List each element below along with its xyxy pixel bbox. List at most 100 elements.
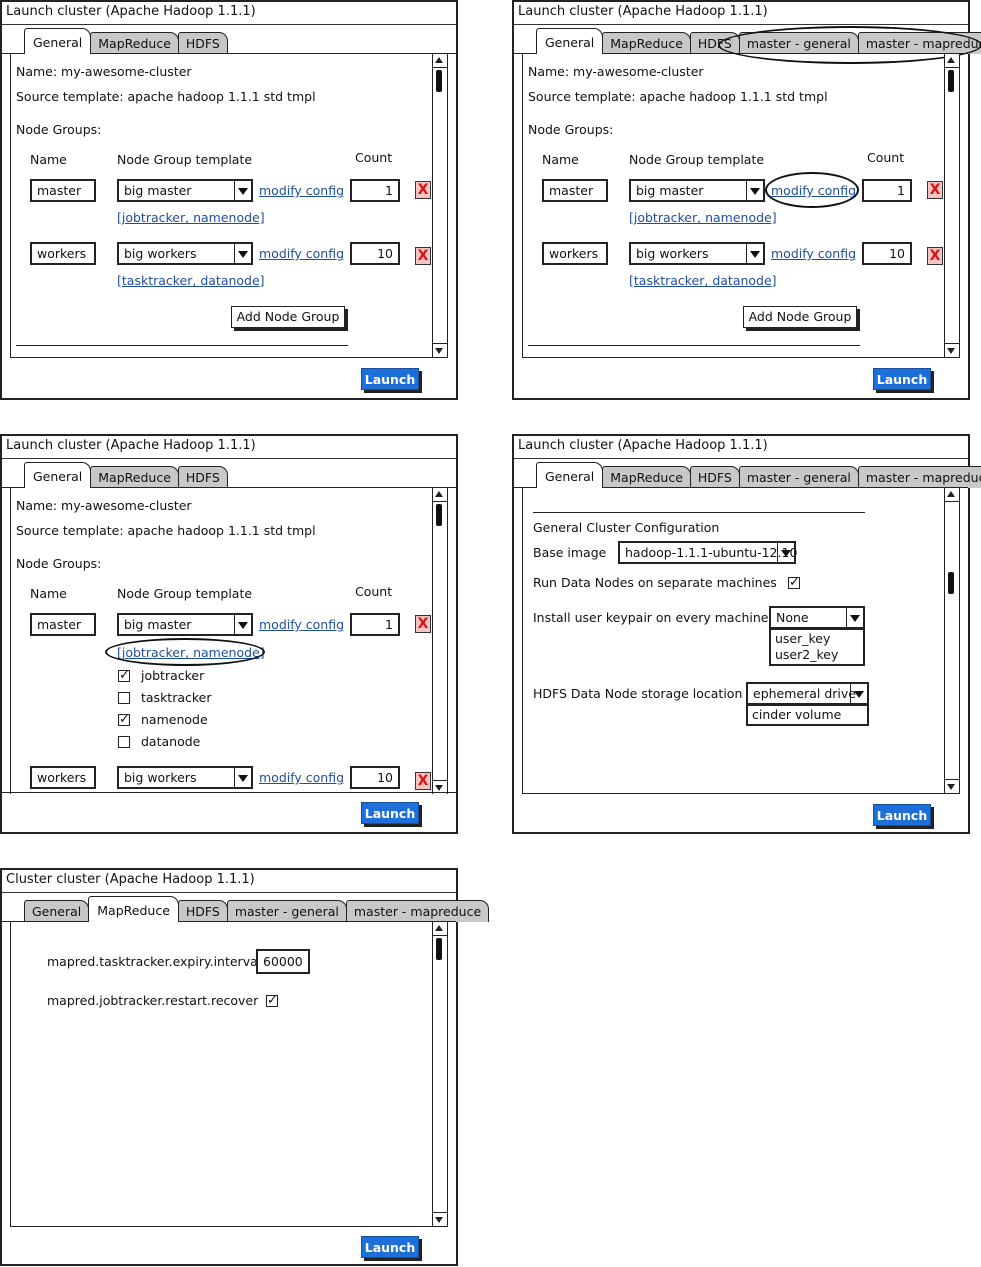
group-name-input[interactable]: workers xyxy=(542,242,608,265)
scroll-down-icon[interactable] xyxy=(435,348,443,354)
tab-hdfs[interactable]: HDFS xyxy=(689,466,740,488)
scrollbar[interactable] xyxy=(944,54,959,357)
count-input[interactable]: 10 xyxy=(862,242,912,265)
tab-hdfs[interactable]: HDFS xyxy=(689,32,740,54)
add-node-group-button[interactable]: Add Node Group xyxy=(231,306,345,328)
tab-master-mapreduce[interactable]: master - mapreduce xyxy=(345,900,490,922)
count-input[interactable]: 1 xyxy=(862,179,912,202)
scroll-down-icon[interactable] xyxy=(435,785,443,791)
processes-link[interactable]: [tasktracker, datanode] xyxy=(629,273,777,288)
template-select[interactable]: big master xyxy=(117,613,253,636)
group-name-input[interactable]: workers xyxy=(30,766,96,789)
processes-link[interactable]: [jobtracker, namenode] xyxy=(629,210,777,225)
scroll-thumb[interactable] xyxy=(436,938,442,960)
group-name-input[interactable]: master xyxy=(542,179,608,202)
scrollbar[interactable] xyxy=(944,488,959,793)
scroll-thumb[interactable] xyxy=(436,504,442,526)
launch-button[interactable]: Launch xyxy=(361,1236,419,1258)
tab-hdfs[interactable]: HDFS xyxy=(177,466,228,488)
template-select[interactable]: big master xyxy=(117,179,253,202)
modify-config-link[interactable]: modify config xyxy=(771,183,857,198)
delete-icon[interactable]: X xyxy=(927,247,943,265)
tab-general[interactable]: General xyxy=(24,462,92,488)
scroll-up-icon[interactable] xyxy=(435,491,443,497)
launch-button[interactable]: Launch xyxy=(873,804,931,826)
modify-config-link[interactable]: modify config xyxy=(259,617,345,632)
count-input[interactable]: 10 xyxy=(350,242,400,265)
storage-select[interactable]: ephemeral drive xyxy=(746,682,869,705)
scroll-down-icon[interactable] xyxy=(947,784,955,790)
launch-button[interactable]: Launch xyxy=(361,802,419,824)
add-node-group-button[interactable]: Add Node Group xyxy=(743,306,857,328)
storage-option[interactable]: cinder volume xyxy=(752,707,842,722)
scroll-thumb[interactable] xyxy=(948,70,954,92)
template-select[interactable]: big workers xyxy=(117,766,253,789)
launch-button[interactable]: Launch xyxy=(361,368,419,390)
modify-config-link[interactable]: modify config xyxy=(259,183,345,198)
tab-hdfs[interactable]: HDFS xyxy=(177,32,228,54)
count-input[interactable]: 1 xyxy=(350,613,400,636)
count-input[interactable]: 10 xyxy=(350,766,400,789)
tab-mapreduce[interactable]: MapReduce xyxy=(88,896,179,922)
count-input[interactable]: 1 xyxy=(350,179,400,202)
scroll-up-icon[interactable] xyxy=(947,57,955,63)
jobtracker-restart-checkbox[interactable]: ✓ xyxy=(266,993,278,1008)
tasktracker-expiry-input[interactable]: 60000 xyxy=(256,949,310,974)
tab-master-general[interactable]: master - general xyxy=(738,466,859,488)
tab-mapreduce[interactable]: MapReduce xyxy=(90,466,179,488)
storage-value: ephemeral drive xyxy=(753,686,856,701)
group-name-input[interactable]: workers xyxy=(30,242,96,265)
scrollbar[interactable] xyxy=(432,922,447,1226)
template-select[interactable]: big workers xyxy=(117,242,253,265)
tab-hdfs[interactable]: HDFS xyxy=(177,900,228,922)
delete-icon[interactable]: X xyxy=(415,247,431,265)
scroll-up-icon[interactable] xyxy=(435,57,443,63)
tab-mapreduce[interactable]: MapReduce xyxy=(602,466,691,488)
scroll-thumb[interactable] xyxy=(948,572,954,594)
keypair-select[interactable]: None xyxy=(769,606,865,629)
tab-general[interactable]: General xyxy=(24,900,90,922)
tab-general[interactable]: General xyxy=(24,28,92,54)
keypair-option[interactable]: user_key xyxy=(775,631,831,646)
launch-button[interactable]: Launch xyxy=(873,368,931,390)
template-select[interactable]: big workers xyxy=(629,242,765,265)
delete-icon[interactable]: X xyxy=(415,772,431,790)
tab-general[interactable]: General xyxy=(536,462,604,488)
modify-config-link[interactable]: modify config xyxy=(259,246,345,261)
scroll-thumb[interactable] xyxy=(436,70,442,92)
tab-master-mapreduce[interactable]: master - mapreduce xyxy=(857,32,981,54)
jobtracker-checkbox[interactable]: ✓ xyxy=(118,668,130,683)
scroll-down-icon[interactable] xyxy=(435,1217,443,1223)
template-select[interactable]: big master xyxy=(629,179,765,202)
namenode-checkbox[interactable]: ✓ xyxy=(118,712,130,727)
delete-icon[interactable]: X xyxy=(415,615,431,633)
modify-config-link[interactable]: modify config xyxy=(771,246,857,261)
scrollbar[interactable] xyxy=(432,488,447,794)
modify-config-link[interactable]: modify config xyxy=(259,770,345,785)
tab-mapreduce[interactable]: MapReduce xyxy=(602,32,691,54)
scroll-up-icon[interactable] xyxy=(947,491,955,497)
scrollbar-divider xyxy=(945,67,959,68)
tab-general[interactable]: General xyxy=(536,28,604,54)
tab-master-general[interactable]: master - general xyxy=(738,32,859,54)
scroll-up-icon[interactable] xyxy=(435,925,443,931)
group-name-input[interactable]: master xyxy=(30,613,96,636)
group-name-input[interactable]: master xyxy=(30,179,96,202)
scrollbar[interactable] xyxy=(432,54,447,357)
tasktracker-checkbox[interactable] xyxy=(118,692,130,704)
column-template: Node Group template xyxy=(117,586,253,601)
separate-nodes-label: Run Data Nodes on separate machines xyxy=(533,575,777,590)
delete-icon[interactable]: X xyxy=(927,181,943,199)
delete-icon[interactable]: X xyxy=(415,181,431,199)
processes-link[interactable]: [jobtracker, namenode] xyxy=(117,210,265,225)
keypair-option[interactable]: user2_key xyxy=(775,647,839,662)
processes-link[interactable]: [tasktracker, datanode] xyxy=(117,273,265,288)
scroll-down-icon[interactable] xyxy=(947,348,955,354)
separate-nodes-checkbox[interactable]: ✓ xyxy=(788,575,800,590)
tab-mapreduce[interactable]: MapReduce xyxy=(90,32,179,54)
base-image-select[interactable]: hadoop-1.1.1-ubuntu-12.10 xyxy=(618,541,797,564)
processes-link[interactable]: [jobtracker, namenode] xyxy=(117,645,265,660)
tab-master-general[interactable]: master - general xyxy=(226,900,347,922)
datanode-checkbox[interactable] xyxy=(118,736,130,748)
tab-master-mapreduce[interactable]: master - mapreduce xyxy=(857,466,981,488)
